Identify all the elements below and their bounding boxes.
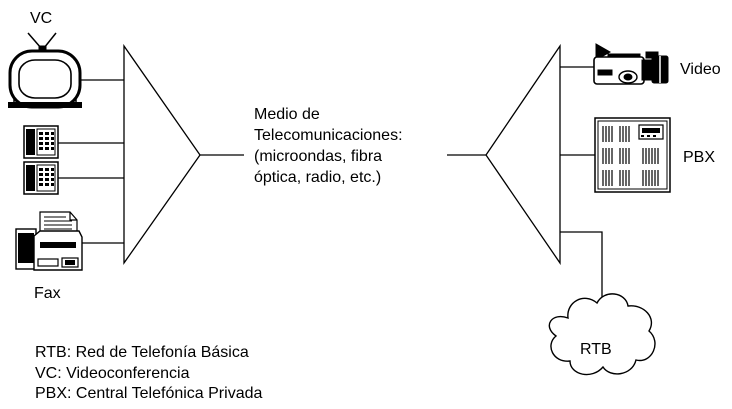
vc-label: VC <box>30 10 53 27</box>
pbx-label: PBX <box>683 149 716 166</box>
connector-rtb <box>560 231 603 303</box>
telephone-icon <box>23 125 59 159</box>
medium-description: Medio de Telecomunicaciones: (microondas… <box>254 104 403 188</box>
medium-line: Telecomunicaciones: <box>254 127 403 144</box>
legend-item-pbx: PBX: Central Telefónica Privada <box>35 385 263 402</box>
rtb-label: RTB <box>580 341 612 358</box>
television-icon <box>8 32 82 109</box>
medium-line: (microondas, fibra <box>254 148 383 165</box>
cloud-network-icon <box>548 293 656 376</box>
medium-line: Medio de <box>254 106 320 123</box>
telephone-icon <box>23 161 59 195</box>
fax-machine-icon <box>15 211 83 271</box>
legend-item-vc: VC: Videoconferencia <box>35 364 190 382</box>
fax-label: Fax <box>34 285 61 302</box>
left-multiplexer <box>123 43 201 266</box>
right-multiplexer <box>485 43 561 266</box>
medium-line: óptica, radio, etc.) <box>254 169 382 186</box>
legend-item-rtb: RTB: Red de Telefonía Básica <box>35 344 249 361</box>
video-label: Video <box>680 61 721 78</box>
pbx-switchboard-icon <box>594 117 671 193</box>
video-camera-icon <box>593 43 669 85</box>
legend: RTB: Red de Telefonía Básica VC: Videoco… <box>35 343 262 405</box>
